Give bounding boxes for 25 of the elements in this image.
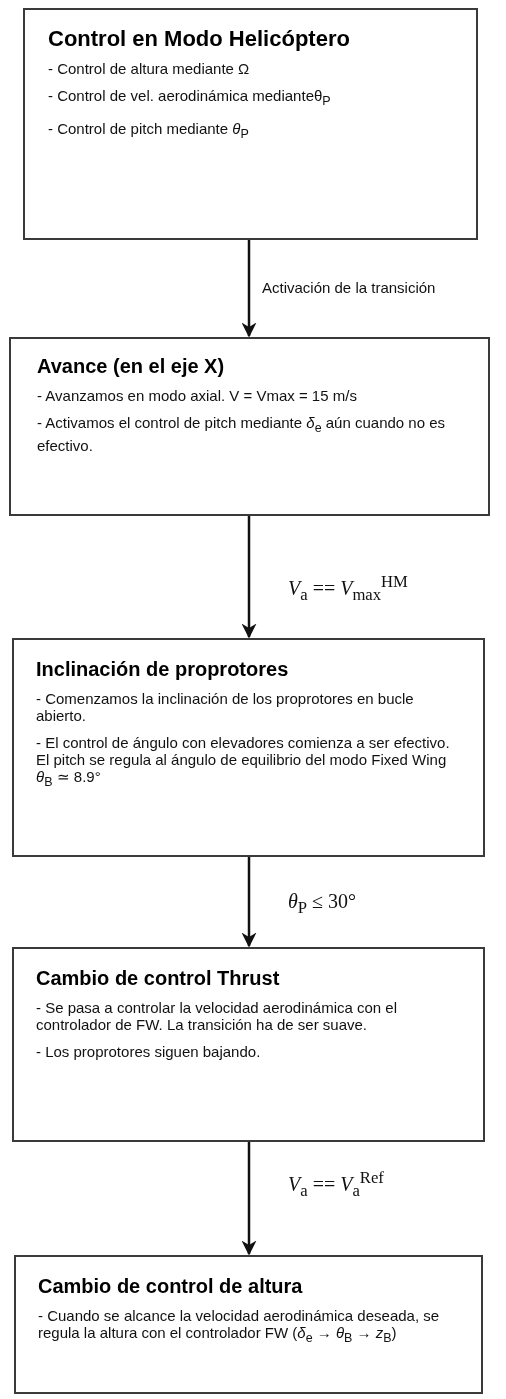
box-text: - Los proprotores siguen bajando. [36, 1043, 262, 1060]
process-box [14, 1255, 483, 1394]
box-heading: Cambio de control de altura [38, 1275, 304, 1297]
arrow [241, 516, 257, 639]
process-box [12, 638, 485, 857]
arrow [241, 1142, 257, 1256]
box-text: - Control de pitch mediante θ$_{P}$ [48, 120, 250, 143]
box-text: - Control de vel. aerodinámica medianteθ$_{P}$ [48, 87, 332, 110]
box-text: - Comenzamos la inclinación de los proprotores en bucle abierto. [36, 690, 415, 724]
arrow [241, 240, 257, 338]
box-heading: Avance (en el eje X) [37, 355, 226, 377]
box-heading: Inclinación de proprotores [36, 658, 290, 680]
edge-label: Activación de la transición [262, 279, 436, 296]
box-text: - Cuando se alcance la velocidad aerodinámica deseada, se regula la altura con el controlador FW (δ$_{e}$ → θ$_{B}$ → z$_{B}$) [38, 1307, 441, 1347]
box-text: - Activamos el control de pitch mediante δ$_{e}$ aún cuando no es efectivo. [37, 414, 447, 454]
box-text: - Avanzamos en modo axial. V = Vmax = 15 m/s [37, 387, 358, 404]
process-box [9, 337, 490, 516]
box-text: - Control de altura mediante Ω [48, 60, 251, 77]
arrow [241, 857, 257, 948]
box-text: - Se pasa a controlar la velocidad aerodinámica con el controlador de FW. La transición ha de ser suave. [36, 999, 399, 1033]
box-heading: Control en Modo Helicóptero [48, 28, 351, 50]
box-text: - El control de ángulo con elevadores comienza a ser efectivo. El pitch se regula al ángulo de equilibrio del modo Fixed Wing θ$_{B}$ ≃ 8.9° [36, 734, 451, 791]
process-box [12, 947, 485, 1142]
box-heading: Cambio de control Thrust [36, 967, 281, 989]
process-box [23, 8, 478, 240]
